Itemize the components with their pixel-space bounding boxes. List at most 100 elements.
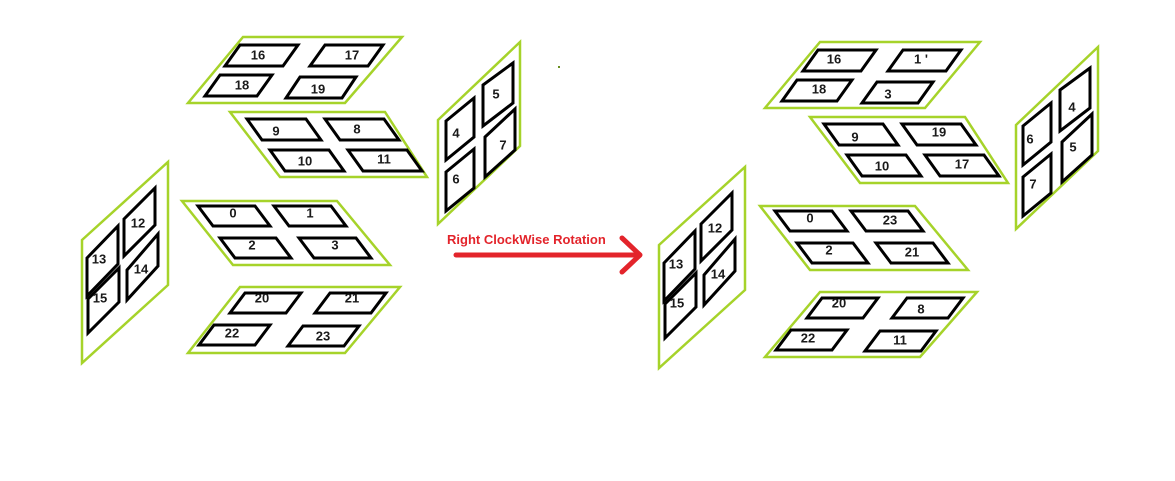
- sticker-label: 17: [345, 47, 359, 62]
- sticker-outline: [307, 43, 386, 68]
- sticker-outline: [244, 117, 324, 142]
- sticker-label: 13: [669, 256, 683, 271]
- sticker-label: 12: [131, 215, 145, 230]
- sticker-label: 12: [708, 220, 722, 235]
- sticker-outline: [481, 60, 515, 130]
- sticker-outline: [1060, 110, 1094, 186]
- sticker-label: 11: [893, 332, 907, 347]
- sticker-label: 14: [134, 261, 149, 276]
- sticker-outline: [821, 122, 901, 147]
- sticker-label: 3: [331, 237, 338, 252]
- sticker-outline: [702, 234, 737, 309]
- sticker-outline: [873, 241, 951, 265]
- sticker-label: 5: [1069, 139, 1076, 154]
- sticker-label: 4: [452, 125, 460, 140]
- sticker-outline: [773, 328, 850, 352]
- sticker-outline: [483, 105, 517, 181]
- sticker-outline: [1021, 150, 1053, 220]
- sticker-label: 16: [251, 47, 265, 62]
- sticker-outline: [195, 204, 273, 228]
- sticker-outline: [844, 153, 924, 178]
- sticker-label: 3: [884, 86, 891, 101]
- sticker-outline: [848, 209, 926, 233]
- sticker-outline: [899, 122, 979, 147]
- sticker-outline: [1021, 99, 1053, 169]
- rotation-arrow: Right ClockWise Rotation: [447, 232, 643, 275]
- sticker-outline: [85, 222, 120, 300]
- after-right-face: 6 4 7 5: [1014, 44, 1100, 232]
- sticker-label: 8: [353, 121, 360, 136]
- sticker-outline: [345, 148, 425, 173]
- sticker-label: 2: [248, 237, 255, 252]
- sticker-outline: [222, 43, 301, 68]
- sticker-outline: [444, 94, 476, 164]
- sticker-label: 7: [499, 137, 506, 152]
- sticker-outline: [312, 291, 389, 315]
- sticker-outline: [227, 291, 304, 315]
- sticker-outline: [322, 117, 402, 142]
- sticker-label: 20: [832, 295, 846, 310]
- sticker-outline: [86, 264, 121, 337]
- sticker-label: 5: [492, 86, 499, 101]
- sticker-label: 9: [272, 123, 279, 138]
- stray-mark: [558, 66, 560, 68]
- sticker-outline: [283, 75, 359, 100]
- sticker-outline: [922, 153, 1002, 178]
- sticker-label: 14: [711, 266, 726, 281]
- sticker-outline: [217, 236, 294, 260]
- sticker-outline: [662, 227, 697, 305]
- sticker-outline: [885, 48, 964, 73]
- sticker-label: 0: [806, 210, 813, 225]
- after-down-face: 20 8 22 11: [762, 290, 980, 359]
- sticker-label: 22: [801, 330, 815, 345]
- sticker-label: 9: [851, 129, 858, 144]
- sticker-label: 22: [225, 325, 239, 340]
- sticker-label: 16: [827, 51, 841, 66]
- sticker-label: 23: [316, 328, 330, 343]
- sticker-outline: [699, 189, 734, 265]
- sticker-label: 8: [917, 301, 924, 316]
- sticker-outline: [889, 296, 966, 320]
- sticker-label: 1 ': [914, 51, 928, 66]
- sticker-label: 20: [255, 290, 269, 305]
- sticker-outline: [804, 296, 881, 320]
- sticker-outline: [772, 209, 850, 233]
- sticker-outline: [271, 204, 349, 228]
- sticker-label: 15: [93, 290, 107, 305]
- after-back-face: 9 19 10 17: [807, 115, 1011, 185]
- sticker-label: 7: [1029, 176, 1036, 191]
- after-up-face: 16 1 ' 18 3: [762, 40, 983, 110]
- sticker-label: 4: [1068, 99, 1076, 114]
- sticker-outline: [122, 184, 157, 260]
- sticker-label: 13: [92, 251, 106, 266]
- sticker-label: 15: [670, 295, 684, 310]
- sticker-label: 19: [932, 124, 946, 139]
- sticker-outline: [663, 269, 698, 342]
- sticker-label: 10: [298, 153, 312, 168]
- sticker-label: 23: [883, 212, 897, 227]
- sticker-outline: [125, 229, 160, 304]
- sticker-label: 1: [306, 205, 313, 220]
- sticker-label: 10: [875, 158, 889, 173]
- sticker-outline: [859, 80, 936, 105]
- sticker-label: 18: [812, 81, 826, 96]
- sticker-outline: [862, 329, 939, 353]
- arrow-head: [619, 235, 643, 275]
- sticker-label: 17: [955, 156, 969, 171]
- sticker-outline: [800, 48, 879, 73]
- sticker-label: 6: [1026, 131, 1033, 146]
- sticker-outline: [779, 78, 855, 103]
- sticker-label: 18: [235, 77, 249, 92]
- sticker-outline: [285, 324, 362, 348]
- sticker-outline: [296, 236, 374, 260]
- before-left-face: 12 13 14 15: [80, 159, 170, 366]
